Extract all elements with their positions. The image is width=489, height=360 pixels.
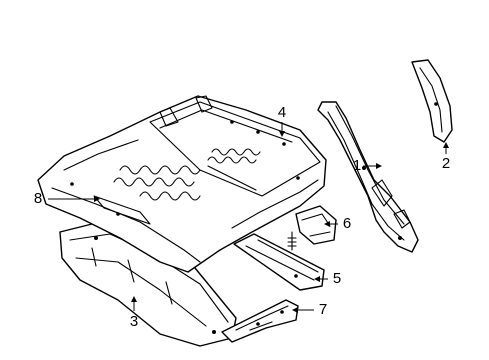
part-2-panel [411,59,453,143]
callout-1: 1 [352,157,362,174]
callout-5: 5 [332,270,342,287]
leader-lines [48,122,449,313]
part-7-bracket [221,299,299,343]
floor-pan-assembly [37,95,327,273]
callout-3: 3 [129,313,139,330]
callout-4: 4 [277,104,287,121]
part-5-rail [233,233,325,291]
callout-6: 6 [342,215,352,232]
part-6-reinforcement [287,205,337,251]
callout-2: 2 [441,155,451,172]
part-1-pillar [317,101,419,253]
callout-8: 8 [33,190,43,207]
callout-7: 7 [318,301,328,318]
